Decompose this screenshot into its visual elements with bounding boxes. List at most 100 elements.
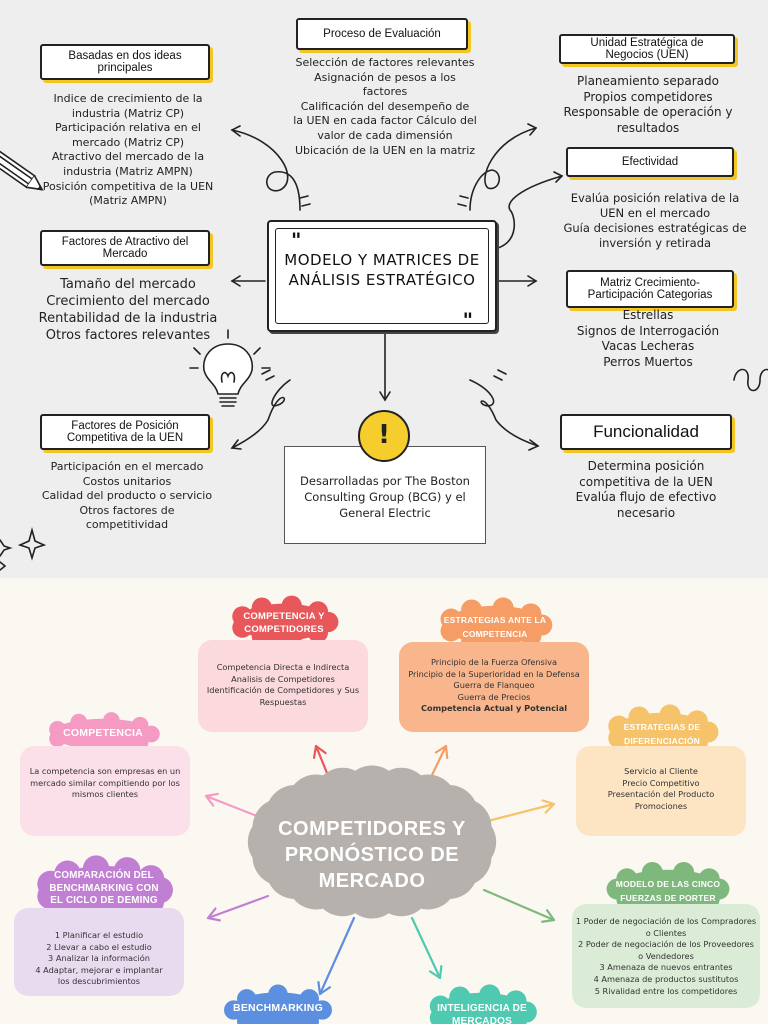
- porter-card: [572, 904, 760, 1008]
- basadas-item: Posición competitiva de la UEN: [42, 179, 214, 193]
- benchmarking-cloud: [224, 984, 332, 1024]
- efectividad-item: Evalúa posición relativa de la: [570, 191, 740, 205]
- estrategias-competencia-list: Principio de la Fuerza Ofensiva Principi…: [399, 657, 589, 715]
- atractivo-item: Otros factores relevantes: [45, 328, 211, 343]
- efectividad-title-box: Efectividad: [566, 147, 734, 177]
- arrow-to-porter: [482, 888, 556, 923]
- unidad-list: Planeamiento separado Propios competidor…: [552, 74, 744, 136]
- porter-item: o Vendedores: [638, 950, 694, 961]
- competencia-list: La competencia son empresas en un mercad…: [20, 766, 190, 801]
- basadas-title: Basadas en dos ideas principales: [68, 50, 182, 74]
- porter-item: 3 Amenaza de nuevos entrantes: [599, 962, 733, 973]
- posicion-item: Calidad del producto o servicio: [41, 489, 213, 503]
- competencia-competidores-card: [198, 640, 368, 732]
- bcg-box: Desarrolladas por The Boston Consulting …: [284, 446, 486, 544]
- center-title-inner-frame: [275, 228, 489, 324]
- efectividad-list: Evalúa posición relativa de la UEN en el…: [554, 191, 756, 251]
- unidad-item: Propios competidores: [583, 89, 713, 104]
- center-title-box: " " Modelo y Matrices de Análisis Estrat…: [267, 220, 497, 332]
- arrow-left-head: [230, 275, 241, 287]
- competencia-competidores-cloud: [232, 595, 339, 649]
- posicion-item: Participación en el mercado: [50, 460, 204, 473]
- posicion-title: Factores de Posición Competitiva de la U…: [66, 420, 184, 444]
- proceso-title: Proceso de Evaluación: [323, 28, 441, 40]
- competencia-competidores-item: Identificación de Competidores y Sus: [206, 685, 360, 696]
- unidad-title: Unidad Estratégica de Negocios (UEN): [590, 37, 704, 61]
- efectividad-title: Efectividad: [621, 156, 679, 168]
- benchmarking-ciclo-item: 2 Llevar a cabo el estudio: [46, 941, 152, 952]
- estrategias-competencia-item: Principio de la Superioridad en la Defen…: [408, 668, 580, 679]
- posicion-title-box: Factores de Posición Competitiva de la U…: [40, 414, 210, 450]
- benchmarking-title: BENCHMARKING: [233, 1002, 323, 1014]
- competencia-competidores-item: Respuestas: [259, 696, 307, 707]
- funcionalidad-item: Evalúa flujo de efectivo: [575, 490, 717, 505]
- lightbulb-doodle-icon: [189, 329, 271, 407]
- benchmarking-ciclo-item: 1 Planificar el estudio: [54, 930, 144, 940]
- top-connectors: [0, 123, 768, 571]
- pencil-doodle-icon: [0, 144, 44, 191]
- posicion-item: Costos unitarios: [82, 474, 172, 488]
- open-quote-mark: ": [291, 228, 302, 252]
- inteligencia-title: INTELIGENCIA DE MERCADOS: [437, 1003, 527, 1024]
- basadas-item: mercado (Matriz CP): [71, 135, 185, 149]
- basadas-title-box: Basadas en dos ideas principales: [40, 44, 210, 80]
- efectividad-item: inversión y retirada: [598, 236, 712, 250]
- basadas-item: Indice de crecimiento de la: [53, 92, 203, 105]
- diferenciacion-item: Promociones: [634, 800, 688, 811]
- competencia-competidores-list: Competencia Directa e Indirecta Analisis…: [198, 662, 368, 708]
- funcionalidad-title-box: Funcionalidad: [560, 414, 732, 450]
- benchmarking-ciclo-item: 3 Analizar la información: [48, 953, 150, 964]
- benchmarking-ciclo-title: COMPARACIÓN DEL BENCHMARKING CON EL CICL…: [49, 870, 159, 907]
- competencia-competidores-item: Analisis de Competidores: [231, 673, 335, 684]
- atractivo-item: Rentabilidad de la industria: [38, 311, 218, 326]
- diferenciacion-list: Servicio al Cliente Precio Competitivo P…: [576, 766, 746, 812]
- posicion-item: competitividad: [85, 518, 169, 532]
- basadas-list: Indice de crecimiento de la industria (M…: [28, 92, 228, 209]
- center-title: Modelo y Matrices de Análisis Estratégic…: [284, 251, 480, 289]
- funcionalidad-item: competitiva de la UEN: [579, 474, 713, 489]
- proceso-item: Calificación del desempeño de: [300, 99, 470, 113]
- estrategias-competencia-item: Guerra de Flanqueo: [453, 680, 535, 691]
- efectividad-item: Guía decisiones estratégicas de: [563, 221, 747, 235]
- estrategias-competencia-item: Principio de la Fuerza Ofensiva: [431, 657, 557, 667]
- porter-item: 4 Amenaza de productos sustitutos: [593, 973, 739, 984]
- curly-arrow-top-right: [469, 127, 537, 211]
- estrategias-competencia-card: [399, 642, 589, 732]
- star-doodle-icon: [0, 526, 47, 571]
- atractivo-title: Factores de Atractivo del Mercado: [61, 236, 189, 260]
- posicion-item: Otros factores de: [79, 503, 175, 517]
- atractivo-item: Crecimiento del mercado: [46, 294, 210, 309]
- estrategias-competencia-item: Guerra de Precios: [457, 691, 531, 702]
- matriz-item: Perros Muertos: [603, 354, 693, 369]
- benchmarking-ciclo-list: 1 Planificar el estudio 2 Llevar a cabo …: [14, 930, 184, 988]
- basadas-item: industria (Matriz AMPN): [63, 164, 193, 178]
- competencia-item: mismos clientes: [71, 789, 139, 800]
- atractivo-title-box: Factores de Atractivo del Mercado: [40, 230, 210, 266]
- competencia-item: mercado similar compitiendo por los: [30, 777, 180, 788]
- estrategias-competencia-cloud: [440, 597, 553, 653]
- competencia-competidores-item: Competencia Directa e Indirecta: [216, 662, 350, 672]
- posicion-list: Participación en el mercado Costos unita…: [24, 460, 230, 533]
- proceso-list: Selección de factores relevantes Asignac…: [280, 56, 490, 158]
- arrow-to-benchmarking: [317, 916, 356, 996]
- matriz-item: Signos de Interrogación: [576, 323, 720, 338]
- basadas-item: (Matriz AMPN): [89, 194, 167, 208]
- matriz-item: Estrellas: [622, 308, 674, 322]
- atractivo-list: Tamaño del mercado Crecimiento del merca…: [22, 276, 234, 344]
- diferenciacion-item: Servicio al Cliente: [624, 766, 698, 776]
- porter-item: 5 Rivalidad entre los competidores: [594, 985, 738, 996]
- porter-item: 1 Poder de negociación de los Compradore…: [575, 916, 757, 926]
- proceso-item: valor de cada dimensión: [317, 128, 453, 142]
- funcionalidad-item: Determina posición: [587, 459, 705, 473]
- bottom-mindmap-section: Competencia Directa e Indirecta Analisis…: [0, 578, 768, 1024]
- competencia-card: [20, 746, 190, 836]
- proceso-item: Asignación de pesos a los: [314, 70, 456, 84]
- diferenciacion-item: Precio Competitivo: [622, 777, 700, 788]
- benchmarking-ciclo-card: [14, 908, 184, 996]
- porter-list: 1 Poder de negociación de los Compradore…: [572, 916, 760, 997]
- competencia-competidores-title: COMPETENCIA Y COMPETIDORES: [243, 611, 325, 635]
- matriz-title-box: Matriz Crecimiento-Participación Categor…: [566, 270, 734, 308]
- basadas-item: industria (Matriz CP): [71, 106, 185, 120]
- competencia-item: La competencia son empresas en un: [29, 766, 181, 776]
- proceso-title-box: Proceso de Evaluación: [296, 18, 468, 50]
